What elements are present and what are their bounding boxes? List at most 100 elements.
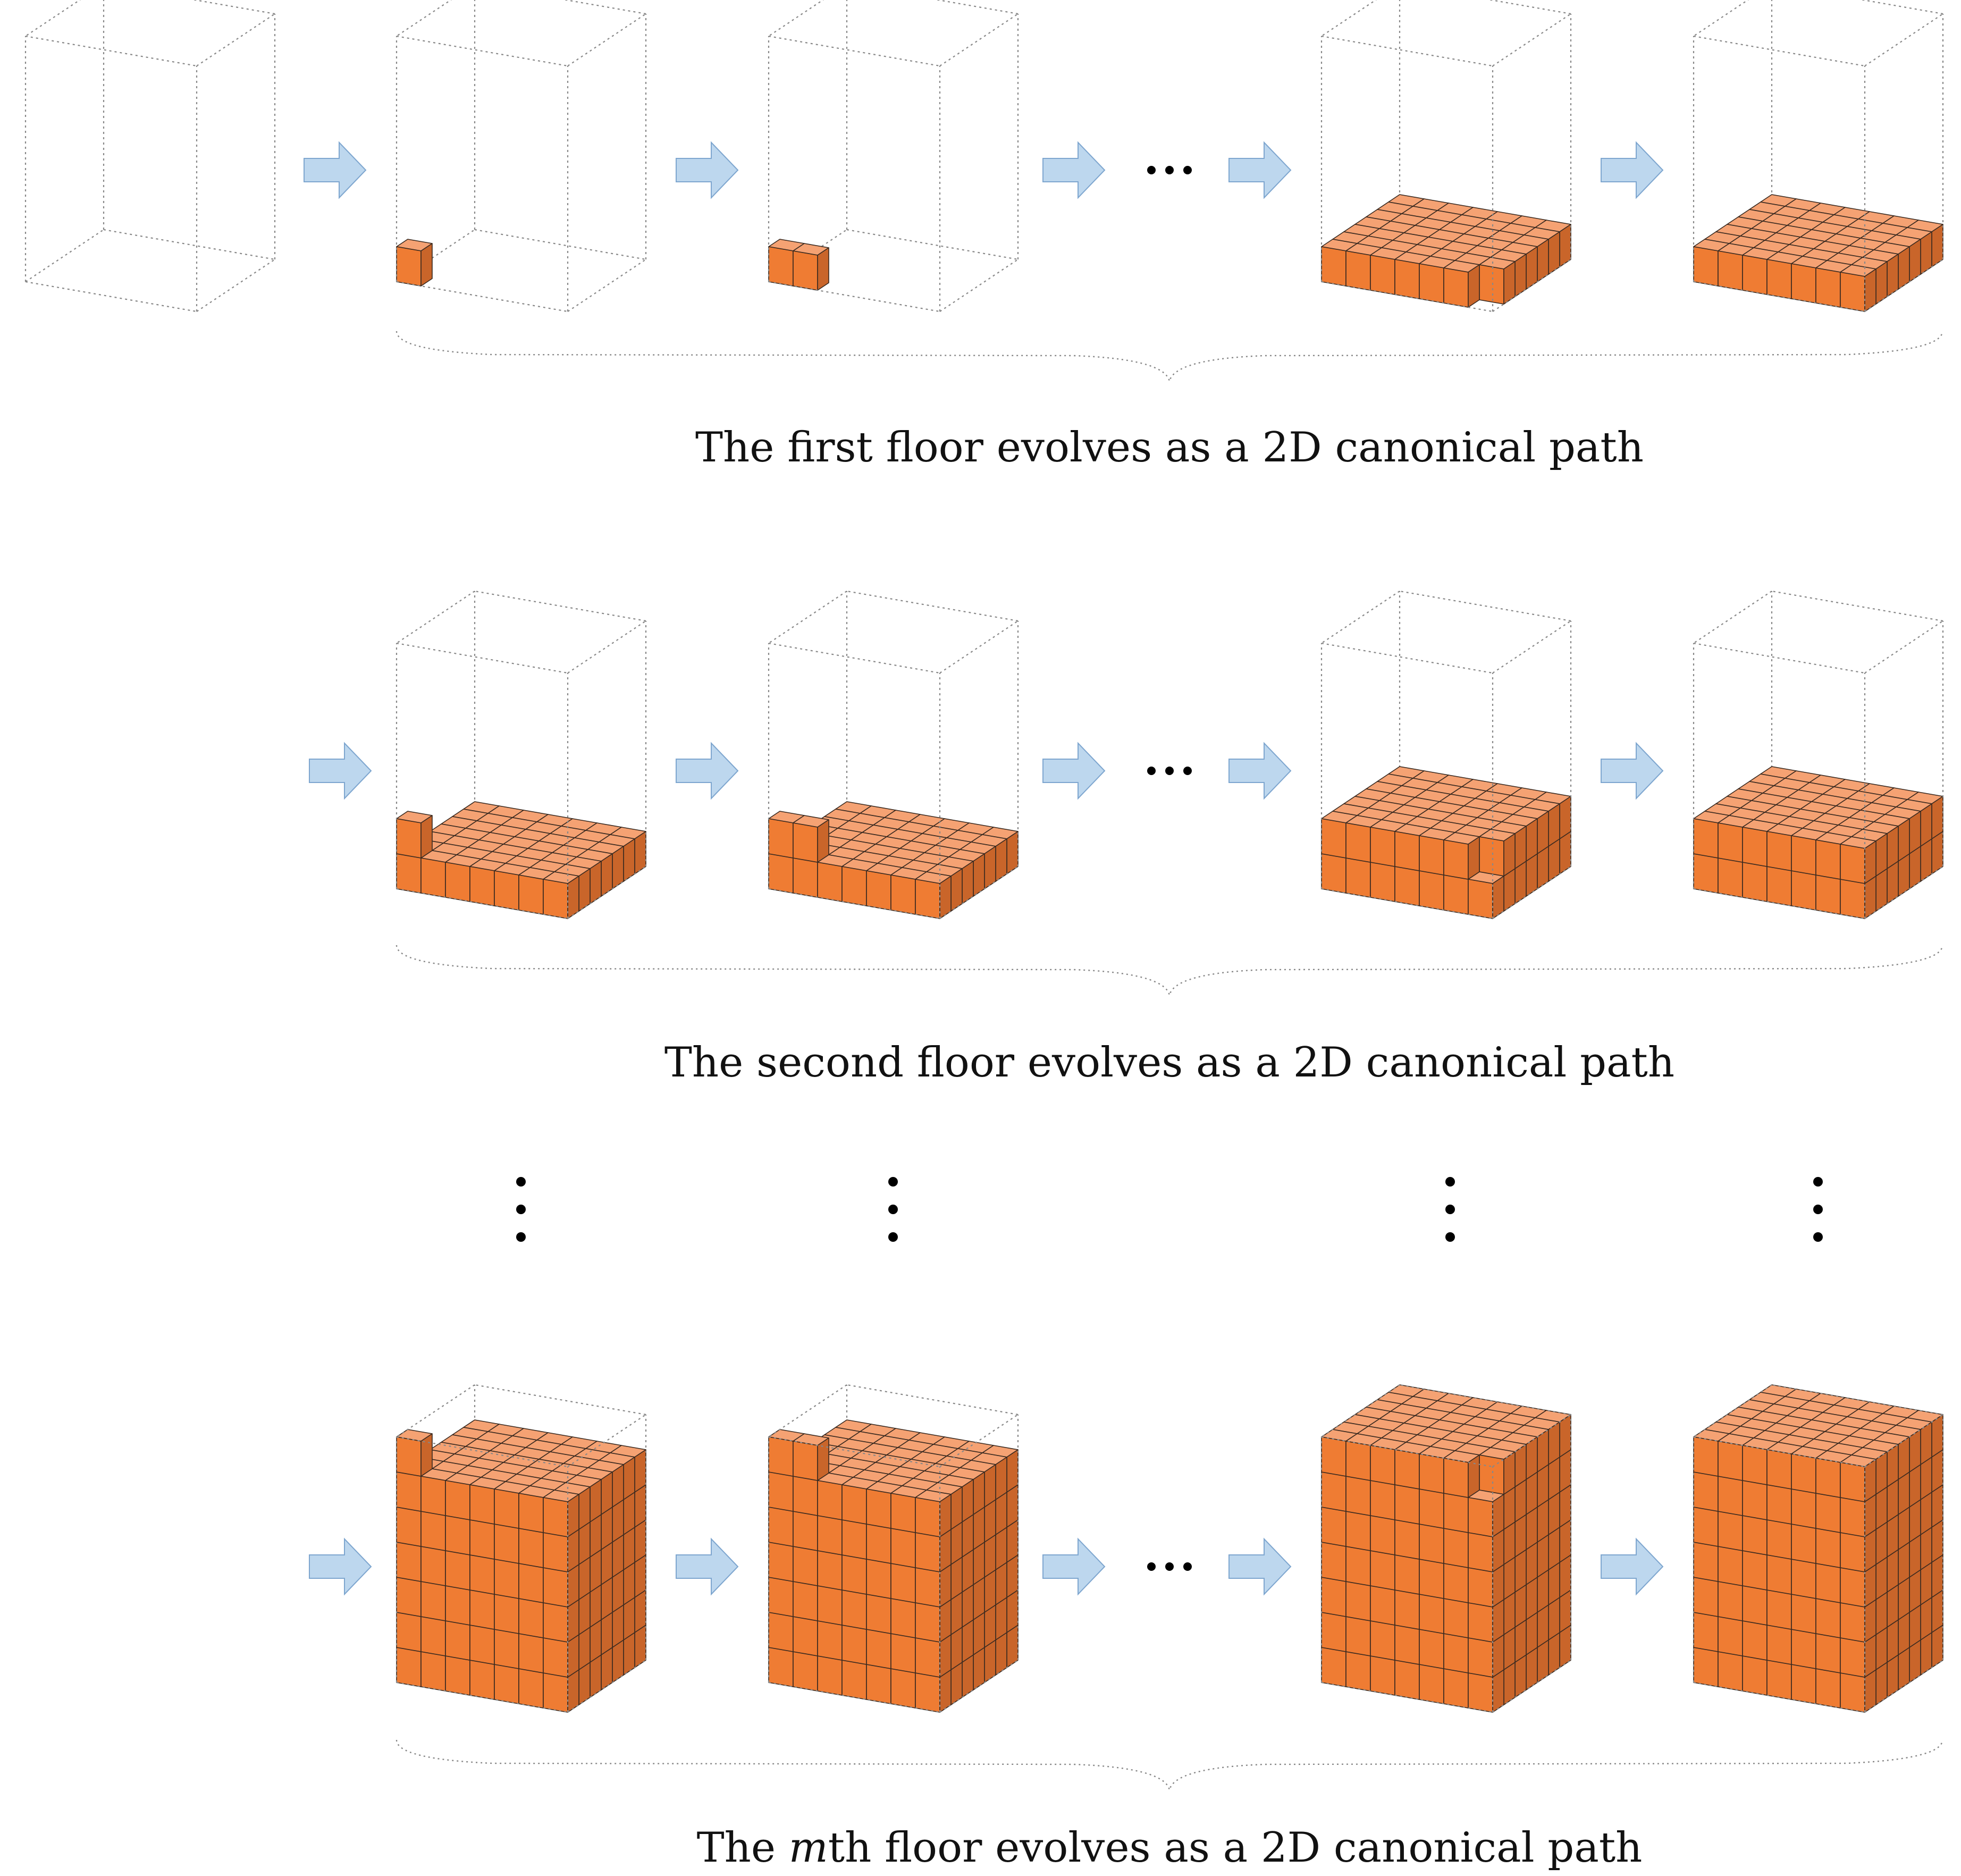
container-front-edges: [768, 0, 1019, 313]
unit-cube: [396, 1429, 433, 1477]
cube-stack: [768, 801, 1019, 919]
unit-cube: [915, 871, 952, 919]
cube-stack: [396, 1419, 646, 1713]
box-edge: [567, 259, 646, 312]
cube-front-face: [1394, 259, 1420, 299]
cube-front-face: [768, 1507, 794, 1547]
box-edge: [396, 888, 568, 920]
cube-front-face: [1443, 874, 1469, 915]
cube-front-face: [1815, 839, 1841, 880]
cube-front-face: [396, 818, 422, 859]
cube-front-face: [494, 1664, 519, 1704]
box-edge: [25, 0, 81, 37]
cube-front-face: [1766, 831, 1792, 871]
cube-stack: [768, 239, 829, 291]
cube-front-face: [494, 1594, 519, 1634]
cube-side-face: [817, 247, 829, 291]
box-edge: [567, 13, 646, 66]
cube-front-face: [1766, 259, 1792, 299]
cube-front-face: [841, 1625, 867, 1665]
container-front-edges: [395, 0, 647, 313]
cube-side-face: [1537, 1429, 1549, 1473]
box-edge: [567, 620, 646, 674]
cube-front-face: [841, 1589, 867, 1630]
unit-cube: [543, 871, 579, 919]
container-back-edges: [396, 0, 646, 282]
box-edge: [196, 13, 275, 66]
cube-front-face: [915, 1637, 940, 1678]
cube-front-face: [817, 1480, 843, 1520]
cube-front-face: [1345, 250, 1371, 291]
cube-front-face: [518, 1563, 544, 1603]
cube-front-face: [1443, 839, 1469, 880]
cube-side-face: [950, 1486, 963, 1530]
cube-side-face: [1526, 246, 1538, 290]
container-front-edges: [1320, 0, 1572, 313]
container-front-edges: [1693, 0, 1944, 313]
cube-side-face: [1537, 811, 1549, 854]
cube-side-face: [420, 243, 433, 287]
box-edge: [1693, 642, 1865, 674]
cube-side-face: [1920, 231, 1932, 275]
cube-front-face: [768, 1612, 794, 1652]
cube-front-face: [396, 1471, 422, 1512]
cube-front-face: [420, 1511, 446, 1551]
cube-side-face: [623, 1457, 635, 1500]
cube-front-face: [768, 1471, 794, 1512]
cube-side-face: [1909, 811, 1921, 854]
cube-side-face: [1548, 803, 1560, 847]
cube-front-face: [866, 1664, 891, 1704]
cube-front-face: [420, 1581, 446, 1621]
cube-front-face: [1693, 853, 1719, 894]
cube-front-face: [1718, 250, 1743, 291]
cube-front-face: [445, 1620, 470, 1661]
cube-front-face: [890, 1598, 916, 1638]
box-state-empty: [24, 0, 276, 313]
cube-front-face: [420, 857, 446, 898]
box-edge: [1771, 590, 1943, 622]
cube-front-face: [915, 879, 940, 919]
cube-side-face: [590, 1479, 602, 1522]
cube-front-face: [793, 822, 818, 863]
box-state-one-cube: [395, 0, 647, 313]
box-edge: [935, 0, 1019, 15]
cube-side-face: [1006, 1449, 1019, 1493]
cube-stack: [396, 239, 433, 287]
box-edge: [1321, 642, 1493, 674]
box-edge: [768, 591, 847, 644]
cube-front-face: [1419, 870, 1444, 911]
cube-front-face: [494, 1488, 519, 1529]
box-edge: [1492, 620, 1571, 674]
box-edge: [1399, 590, 1571, 622]
cube-front-face: [1791, 870, 1816, 911]
cube-front-face: [1479, 264, 1504, 305]
cube-side-face: [1468, 264, 1480, 308]
cube-front-face: [1419, 835, 1444, 876]
cube-front-face: [817, 1655, 843, 1696]
cube-front-face: [890, 1668, 916, 1709]
cube-front-face: [1345, 857, 1371, 898]
cube-side-face: [1548, 231, 1560, 275]
cube-front-face: [543, 879, 568, 919]
box-edge: [25, 35, 197, 67]
cube-side-face: [1864, 840, 1876, 884]
box-edge: [1488, 0, 1571, 15]
box-edge: [846, 590, 1019, 622]
box-edge: [1693, 591, 1772, 644]
cube-front-face: [543, 1672, 568, 1713]
unit-cube: [793, 243, 829, 291]
cube-front-face: [793, 1441, 818, 1481]
box-edge: [768, 642, 940, 674]
unit-cube: [1479, 257, 1516, 305]
cube-side-face: [1931, 796, 1943, 839]
cube-front-face: [768, 1542, 794, 1582]
cube-front-face: [915, 1567, 940, 1608]
cube-front-face: [793, 1581, 818, 1621]
cube-front-face: [1693, 818, 1719, 859]
cube-front-face: [768, 1647, 794, 1687]
cube-front-face: [420, 1546, 446, 1586]
box-edge: [939, 259, 1019, 312]
cube-front-face: [768, 246, 794, 287]
cube-front-face: [866, 1559, 891, 1599]
